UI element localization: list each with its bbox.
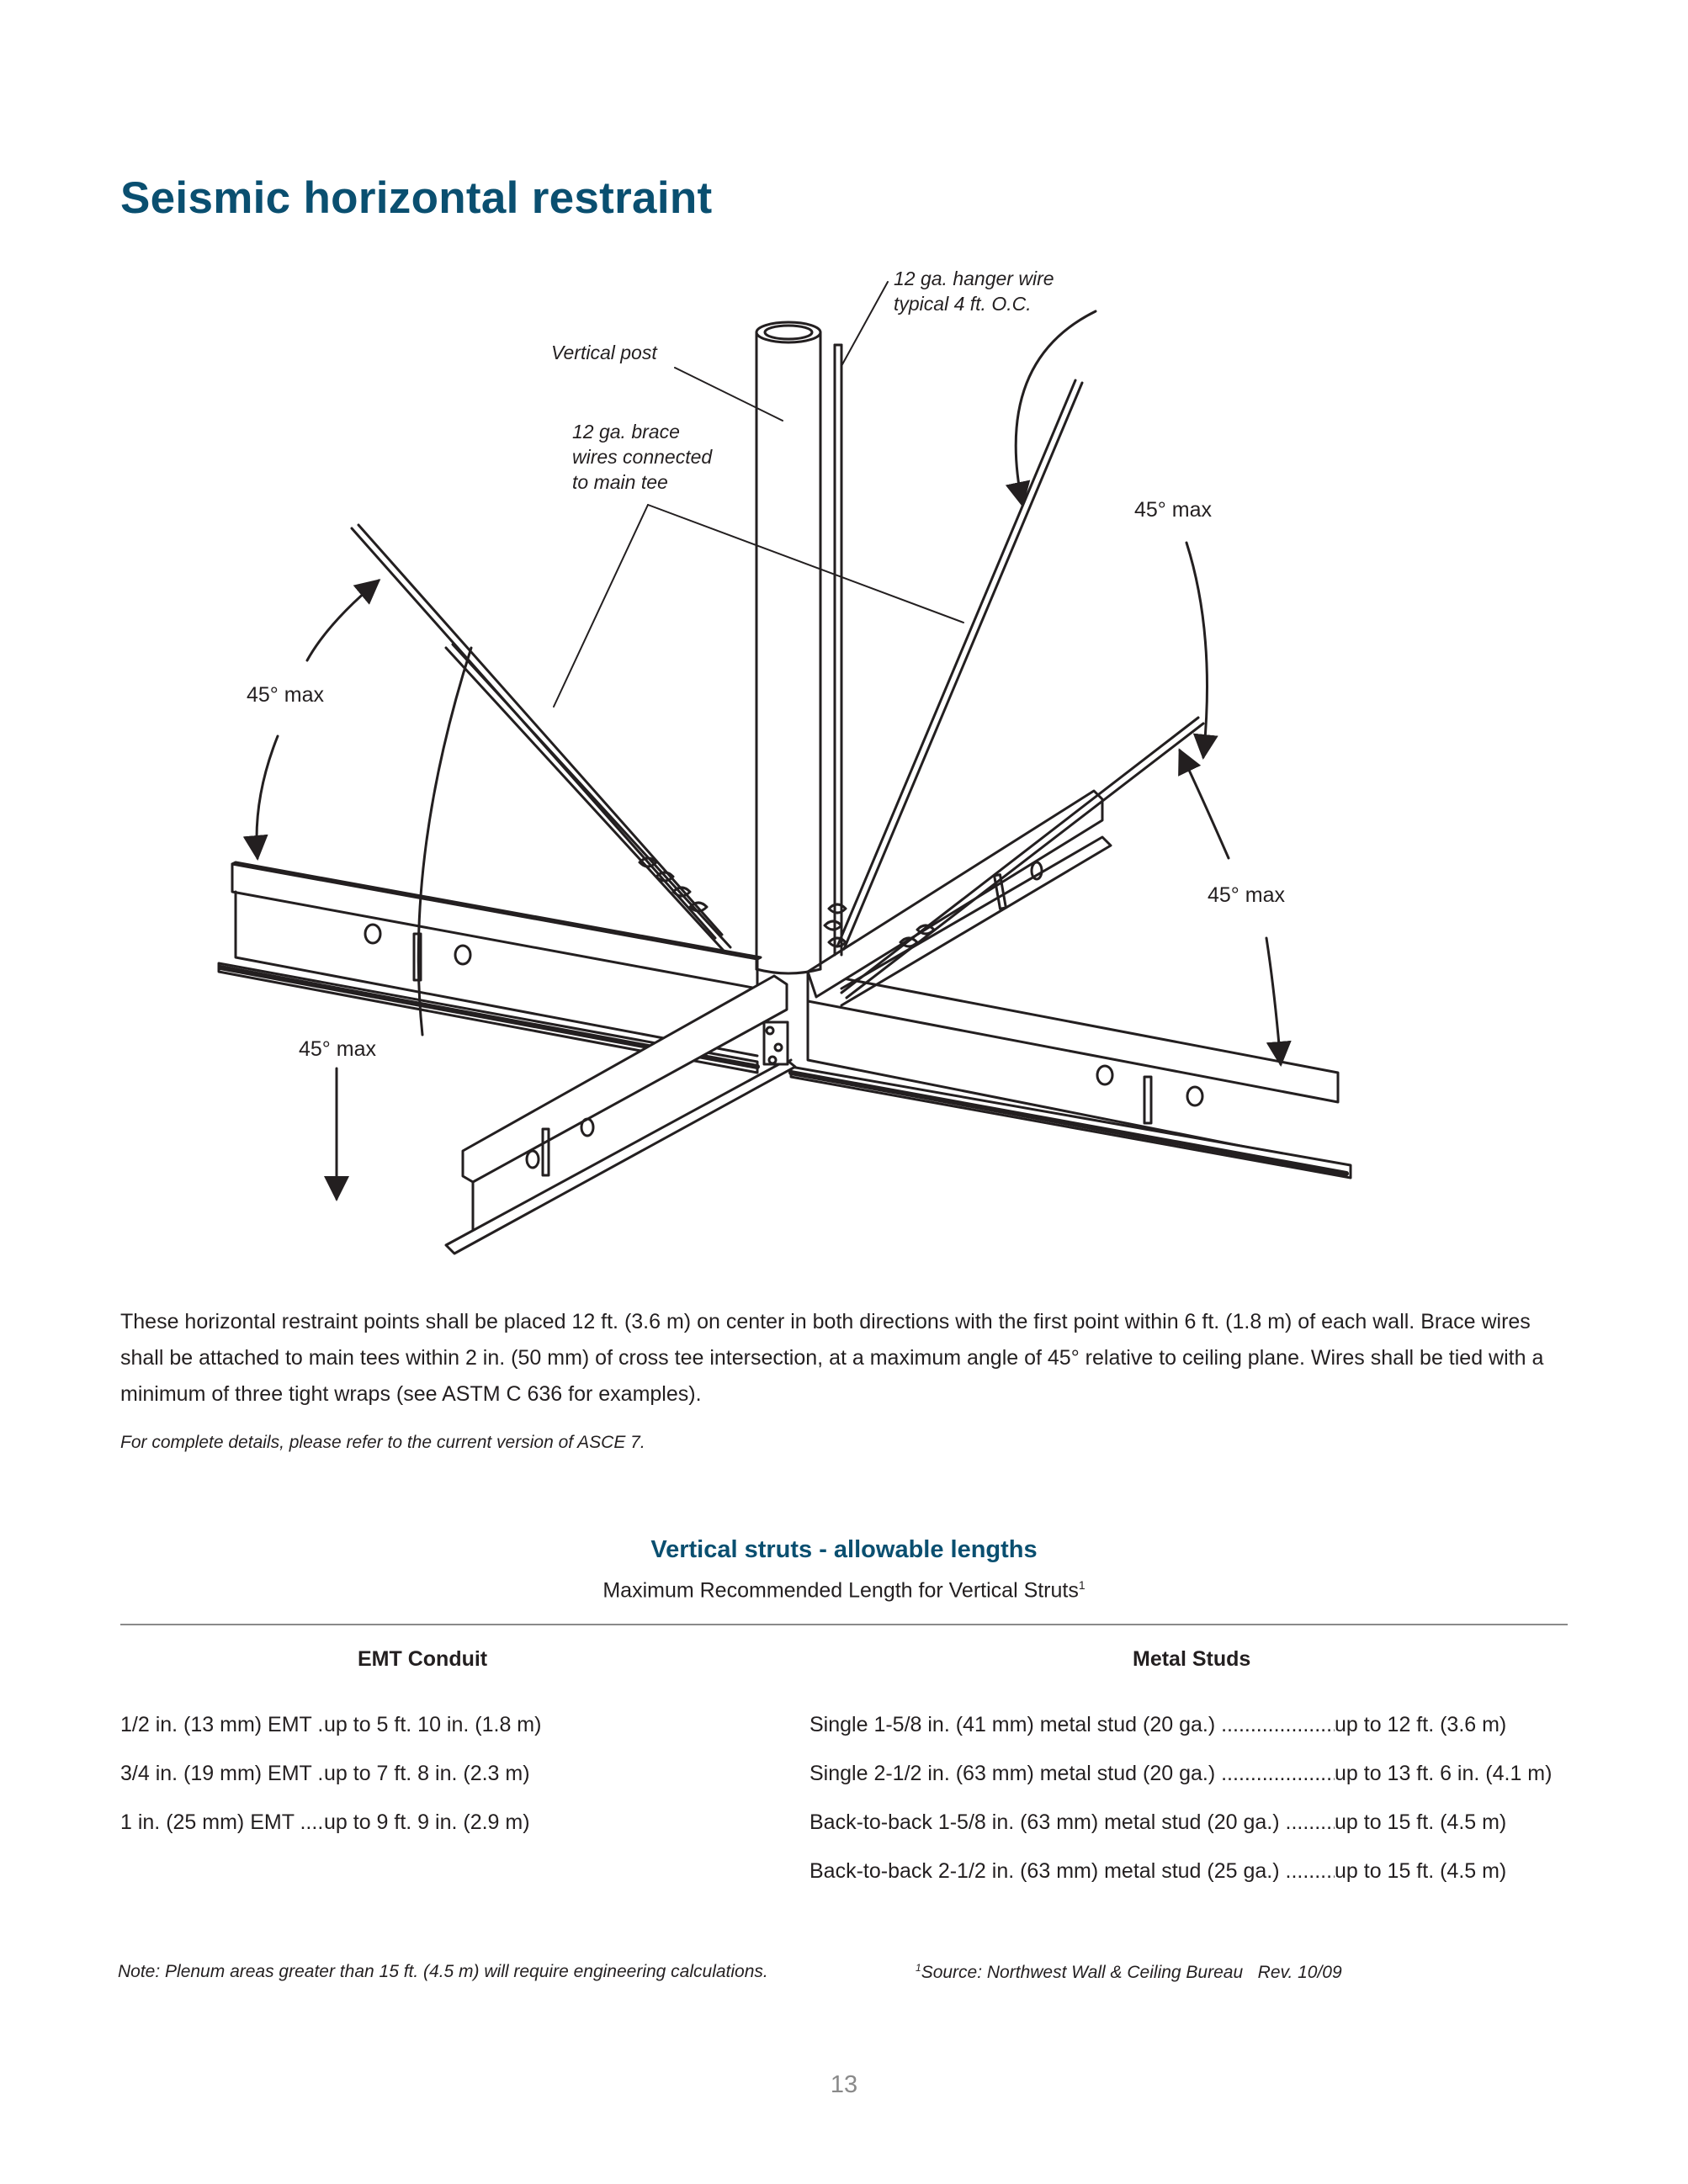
seismic-restraint-diagram: 12 ga. hanger wire typical 4 ft. O.C. Ve… [202,252,1380,1262]
reference-note: For complete details, please refer to th… [120,1433,645,1452]
list-item: 1/2 in. (13 mm) EMTup to 5 ft. 10 in. (1… [120,1708,541,1757]
row-value: up to 7 ft. 8 in. (2.3 m) [324,1762,530,1785]
label-angle-right-lower: 45° max [1208,883,1285,907]
restraint-illustration [217,281,1352,1255]
body-paragraph: These horizontal restraint points shall … [120,1310,1544,1406]
row-item: Single 2-1/2 in. (63 mm) metal stud (20 … [809,1757,1335,1790]
hanger-wire [833,343,843,957]
angle-arrows [242,310,1292,1201]
label-angle-top-right: 45° max [1134,498,1212,522]
row-value: up to 15 ft. (4.5 m) [1335,1810,1507,1834]
label-brace-3: to main tee [572,471,668,493]
table-title: Vertical struts - allowable lengths [650,1536,1038,1563]
table-subtitle-text: Maximum Recommended Length for Vertical … [602,1578,1079,1603]
list-item: Single 1-5/8 in. (41 mm) metal stud (20 … [809,1708,1552,1757]
label-brace-2: wires connected [572,446,713,468]
brace-wires [350,379,1205,999]
list-item: Single 2-1/2 in. (63 mm) metal stud (20 … [809,1757,1552,1805]
emt-conduit-list: 1/2 in. (13 mm) EMTup to 5 ft. 10 in. (1… [120,1708,541,1854]
label-vertical-post: Vertical post [551,342,657,363]
list-item: 3/4 in. (19 mm) EMTup to 7 ft. 8 in. (2.… [120,1757,541,1805]
metal-studs-list: Single 1-5/8 in. (41 mm) metal stud (20 … [809,1708,1552,1903]
main-tee-left [217,861,762,1074]
column-header-emt: EMT Conduit [358,1647,488,1671]
label-hanger-wire-1: 12 ga. hanger wire [894,268,1054,289]
row-value: up to 12 ft. (3.6 m) [1335,1713,1507,1736]
list-item: Back-to-back 2-1/2 in. (63 mm) metal stu… [809,1854,1552,1903]
list-item: 1 in. (25 mm) EMTup to 9 ft. 9 in. (2.9 … [120,1805,541,1854]
row-item: Back-to-back 1-5/8 in. (63 mm) metal stu… [809,1805,1335,1839]
label-hanger-wire-2: typical 4 ft. O.C. [894,293,1032,315]
row-value: up to 15 ft. (4.5 m) [1335,1859,1507,1883]
source-note: 1Source: Northwest Wall & Ceiling Bureau… [916,1962,1342,1983]
table-divider [120,1624,1568,1625]
page-number: 13 [830,2071,858,2098]
main-tee-right [788,970,1352,1179]
cross-tee-back [806,789,1112,1007]
label-angle-left-lower: 45° max [299,1037,376,1061]
row-value: up to 9 ft. 9 in. (2.9 m) [324,1810,530,1834]
label-angle-left-upper: 45° max [247,683,324,707]
table-subtitle: Maximum Recommended Length for Vertical … [0,1578,1688,1603]
list-item: Back-to-back 1-5/8 in. (63 mm) metal stu… [809,1805,1552,1854]
revision-text: Rev. 10/09 [1257,1963,1342,1982]
page-title: Seismic horizontal restraint [120,173,713,223]
column-header-metal-studs: Metal Studs [1133,1647,1251,1671]
cross-tee-front [444,974,797,1255]
plenum-note: Note: Plenum areas greater than 15 ft. (… [118,1962,768,1981]
source-text: Source: Northwest Wall & Ceiling Bureau [921,1963,1244,1982]
row-item: Single 1-5/8 in. (41 mm) metal stud (20 … [809,1708,1335,1741]
footnote-mark: 1 [1078,1578,1086,1592]
label-brace-1: 12 ga. brace [572,421,680,443]
row-item: 3/4 in. (19 mm) EMT [120,1757,324,1790]
leader-lines [553,281,964,708]
row-item: 1/2 in. (13 mm) EMT [120,1708,324,1741]
vertical-post [755,321,822,975]
row-item: Back-to-back 2-1/2 in. (63 mm) metal stu… [809,1854,1335,1888]
row-item: 1 in. (25 mm) EMT [120,1805,324,1839]
row-value: up to 13 ft. 6 in. (4.1 m) [1335,1762,1553,1785]
row-value: up to 5 ft. 10 in. (1.8 m) [324,1713,542,1736]
source-footnote-mark: 1 [916,1962,921,1974]
